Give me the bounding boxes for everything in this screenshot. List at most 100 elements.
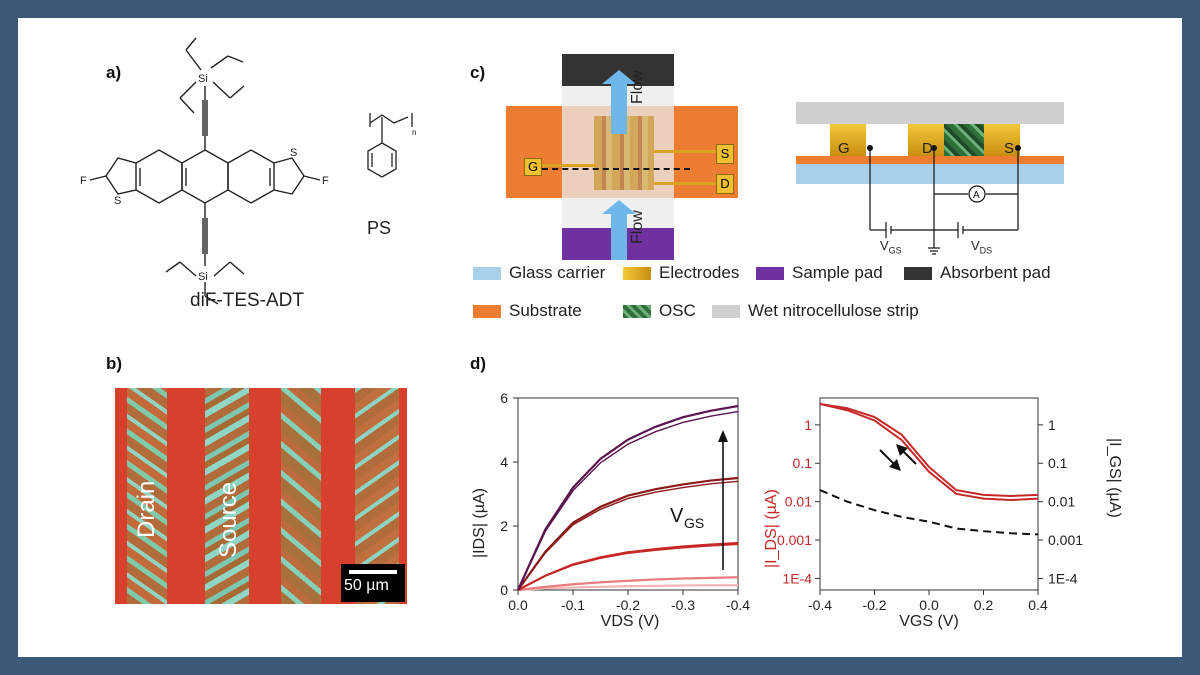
output-xtick-label: 0.0	[508, 597, 528, 613]
output-xlabel: VDS (V)	[601, 613, 660, 630]
atom-s-right: S	[290, 147, 297, 159]
atom-si-top: Si	[198, 73, 208, 85]
transfer-ytick-label-right: 1	[1048, 417, 1056, 433]
output-xtick-label: -0.3	[671, 597, 695, 613]
transfer-ytick-label-left: 0.1	[793, 455, 813, 471]
panel-b-label: b)	[106, 354, 123, 373]
transfer-ytick-label-right: 0.1	[1048, 455, 1068, 471]
transfer-series-1	[819, 402, 1039, 498]
cs-drain	[908, 124, 944, 156]
transfer-ytick-label-left: 0.001	[777, 532, 812, 548]
cs-g-label: G	[838, 140, 850, 157]
legend-swatch-nitrocellulose	[712, 304, 740, 318]
transfer-series-2	[819, 489, 1039, 536]
output-plot-frame	[517, 397, 739, 591]
figure-canvas: a)	[18, 18, 1182, 657]
vgs-arrow-head	[718, 430, 728, 442]
transfer-ytick-label-left: 0.01	[785, 494, 812, 510]
output-ytick-label: 2	[500, 518, 508, 534]
transfer-ytick-label-right: 1E-4	[1048, 570, 1078, 586]
atom-si-bottom: Si	[198, 271, 208, 283]
atom-f-right: F	[322, 175, 329, 187]
transfer-xtick-label: 0.0	[919, 597, 939, 613]
cs-osc	[944, 124, 984, 156]
device-cross-section: G D S A VGS VDS	[796, 102, 1064, 262]
difTESADT-structure: Si Si S S F F	[80, 37, 329, 305]
vgs-arrow-label-sub: GS	[684, 515, 704, 531]
panel-c-label: c)	[470, 63, 486, 82]
vgs-arrow-label: V	[670, 505, 684, 527]
panel-d-label: d)	[470, 354, 487, 373]
output-ytick-label: 0	[500, 582, 508, 598]
legend-swatch-sample-pad	[756, 266, 784, 280]
sweep-arrow-up-head	[896, 444, 908, 456]
legend-substrate: Substrate	[473, 301, 582, 321]
gate-pad: G	[524, 158, 542, 176]
flow-label-bottom: Flow	[629, 210, 646, 244]
legend-osc: OSC	[623, 301, 696, 321]
scalebar-text: 50 µm	[344, 577, 389, 594]
output-ylabel: |IDS| (µA)	[471, 488, 488, 558]
gate-lead	[540, 164, 596, 167]
output-ytick-label: 6	[500, 390, 508, 406]
legend-sample-pad: Sample pad	[756, 263, 883, 283]
transfer-xtick-label: 0.4	[1028, 597, 1048, 613]
output-series-4	[516, 404, 739, 591]
cs-glass	[796, 164, 1064, 184]
output-series-2-sweep	[517, 543, 739, 591]
atom-s-left: S	[114, 195, 121, 207]
output-xtick-label: -0.4	[726, 597, 750, 613]
drain-lead	[654, 182, 716, 185]
output-series-3-sweep	[517, 480, 739, 591]
source-pad: S	[716, 144, 734, 164]
output-series-2	[517, 541, 739, 591]
transfer-ytick-label-right: 0.01	[1048, 494, 1075, 510]
legend-swatch-osc	[623, 304, 651, 318]
transfer-series-0	[819, 402, 1039, 502]
source-lead	[654, 150, 716, 153]
legend-electrodes: Electrodes	[623, 263, 739, 283]
transfer-ylabel-left: |I_DS| (µA)	[763, 489, 780, 568]
legend-swatch-substrate	[473, 304, 501, 318]
transfer-plot-frame	[819, 397, 1039, 591]
transfer-ytick-label-right: 0.001	[1048, 532, 1083, 548]
ammeter-label: A	[973, 190, 980, 201]
output-ytick-label: 4	[500, 454, 508, 470]
circuit-wiring: A	[867, 145, 1021, 255]
legend-glass-carrier: Glass carrier	[473, 263, 605, 283]
polymer-name: PS	[367, 218, 392, 238]
flow-arrow-top	[602, 70, 636, 134]
sweep-arrow-down-head	[889, 459, 901, 471]
transfer-ylabel-right: |I_GS| (µA)	[1106, 438, 1123, 518]
drain-label: Drain	[133, 480, 160, 538]
drain-pad: D	[716, 174, 734, 194]
output-series-1-sweep	[517, 576, 739, 591]
cs-s-label: S	[1004, 140, 1015, 157]
legend-swatch-glass	[473, 266, 501, 280]
micrograph: Drain Source 50 µm	[115, 388, 407, 604]
device-top-view: G S D Flow Flow	[506, 54, 738, 260]
atom-f-left: F	[80, 175, 87, 187]
cs-substrate	[796, 156, 1064, 164]
source-label: Source	[215, 481, 242, 558]
output-xtick-label: -0.2	[616, 597, 640, 613]
scalebar-box: 50 µm	[341, 564, 405, 602]
transfer-ytick-label-left: 1E-4	[782, 570, 812, 586]
dashed-line	[542, 168, 690, 170]
output-series-0-sweep	[517, 584, 738, 591]
cs-gate	[830, 124, 866, 156]
cs-d-label: D	[922, 140, 933, 157]
legend-nitrocellulose: Wet nitrocellulose strip	[712, 301, 919, 321]
ps-n: n	[412, 128, 416, 137]
legend-swatch-electrodes	[623, 266, 651, 280]
transfer-xtick-label: 0.2	[974, 597, 994, 613]
cs-source	[984, 124, 1020, 156]
output-series-3	[517, 476, 739, 591]
vgs-label: VGS	[880, 238, 902, 256]
vds-label: VDS	[971, 238, 993, 256]
panel-a-label: a)	[106, 63, 122, 82]
output-xtick-label: -0.1	[561, 597, 585, 613]
legend-absorbent-pad: Absorbent pad	[904, 263, 1051, 283]
